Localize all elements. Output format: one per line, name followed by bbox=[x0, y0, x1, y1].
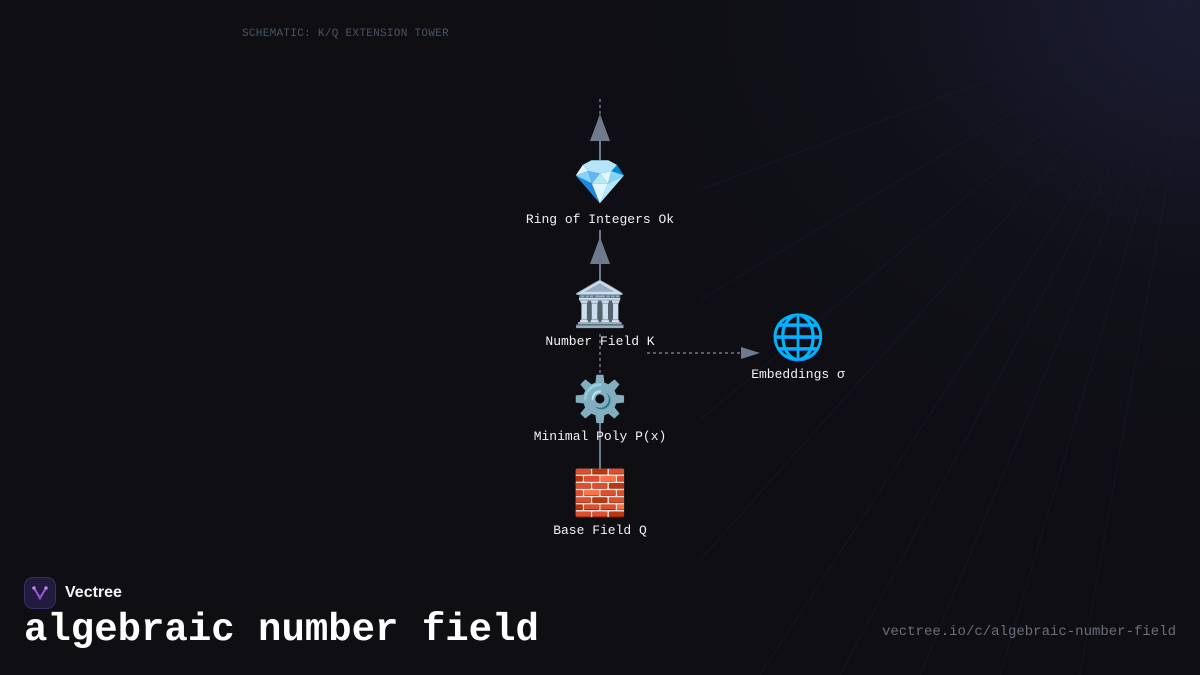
brand[interactable]: Vectree bbox=[24, 577, 122, 609]
classical-building-icon: 🏛️ bbox=[572, 279, 628, 330]
node-embeddings[interactable]: 🌐 Embeddings σ bbox=[688, 313, 908, 383]
node-label: Base Field Q bbox=[553, 523, 647, 538]
gem-icon: 💎 bbox=[572, 157, 628, 208]
arrowhead-embeddings bbox=[741, 347, 760, 359]
arrowhead-top bbox=[590, 114, 610, 141]
arrowhead-ring bbox=[590, 237, 610, 264]
brick-icon: 🧱 bbox=[572, 468, 628, 519]
page-title: algebraic number field bbox=[24, 608, 539, 652]
node-number-field[interactable]: 🏛️ Number Field K bbox=[490, 280, 710, 350]
node-label: Number Field K bbox=[545, 334, 655, 349]
node-label: Embeddings σ bbox=[751, 367, 845, 382]
gear-icon: ⚙️ bbox=[572, 374, 628, 425]
node-base-field[interactable]: 🧱 Base Field Q bbox=[490, 469, 710, 539]
schematic-label: SCHEMATIC: K/Q EXTENSION TOWER bbox=[242, 28, 450, 40]
brand-name: Vectree bbox=[65, 584, 122, 601]
page-url[interactable]: vectree.io/c/algebraic-number-field bbox=[881, 624, 1176, 640]
globe-icon: 🌐 bbox=[770, 312, 826, 363]
node-ring-of-integers[interactable]: 💎 Ring of Integers Ok bbox=[490, 158, 710, 228]
node-minimal-poly[interactable]: ⚙️ Minimal Poly P(x) bbox=[490, 375, 710, 445]
node-label: Minimal Poly P(x) bbox=[533, 429, 667, 444]
node-label: Ring of Integers Ok bbox=[525, 212, 675, 227]
vectree-logo-icon bbox=[24, 577, 56, 609]
